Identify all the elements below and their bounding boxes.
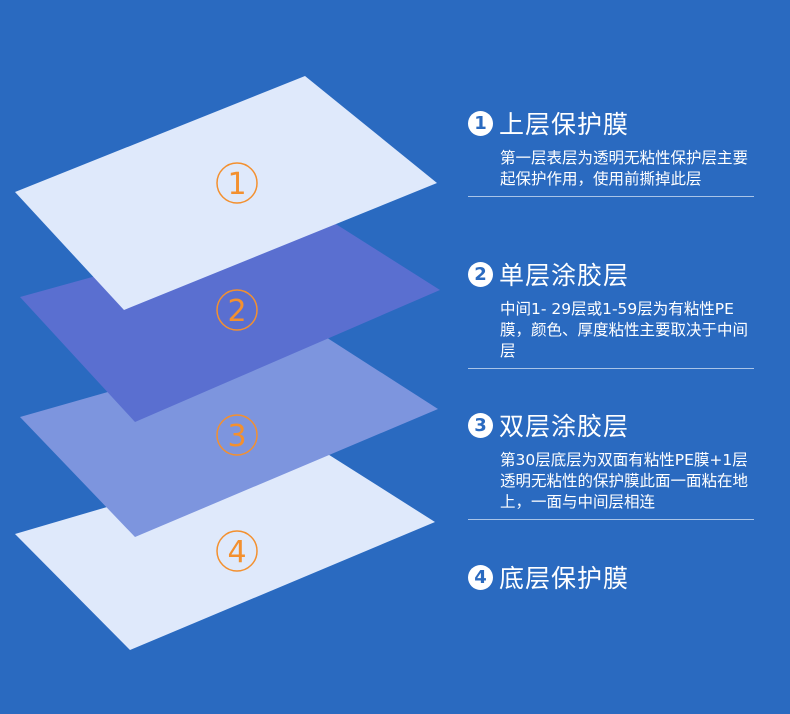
- layer-title: 底层保护膜: [499, 564, 630, 593]
- layer-description-3: 3 双层涂胶层 第30层底层为双面有粘性PE膜+1层透明无粘性的保护膜此面一面粘…: [468, 408, 758, 520]
- divider: [468, 368, 754, 369]
- layer-title-row: 2 单层涂胶层: [468, 257, 758, 291]
- number-badge: 3: [468, 412, 493, 438]
- sheet-double-adhesive-layer: [20, 332, 438, 537]
- divider: [468, 196, 754, 197]
- layer-title-row: 1 上层保护膜: [468, 106, 758, 140]
- number-badge: 1: [468, 110, 493, 136]
- layer-description-text: 中间1- 29层或1-59层为有粘性PE膜，颜色、厚度粘性主要取决于中间层: [500, 300, 749, 360]
- svg-text:3: 3: [227, 419, 246, 454]
- layer-title: 单层涂胶层: [499, 261, 630, 290]
- svg-text:2: 2: [227, 294, 246, 329]
- svg-text:4: 4: [227, 535, 246, 570]
- layer-number-marker-2: 2: [216, 289, 258, 331]
- sheet-single-adhesive-layer: [20, 214, 440, 422]
- layer-title-row: 3 双层涂胶层: [468, 408, 758, 442]
- layer-title-row: 4 底层保护膜: [468, 560, 758, 594]
- layer-description-1: 1 上层保护膜 第一层表层为透明无粘性保护层主要起保护作用，使用前撕掉此层: [468, 106, 758, 197]
- number-badge: 4: [468, 564, 493, 590]
- sheet-top-protective-film: [15, 76, 437, 310]
- layer-description-text: 第30层底层为双面有粘性PE膜+1层透明无粘性的保护膜此面一面粘在地上，一面与中…: [500, 451, 749, 511]
- layer-description-2: 2 单层涂胶层 中间1- 29层或1-59层为有粘性PE膜，颜色、厚度粘性主要取…: [468, 257, 758, 369]
- number-badge: 2: [468, 261, 493, 287]
- layer-title: 双层涂胶层: [499, 412, 630, 441]
- svg-text:1: 1: [227, 167, 246, 202]
- divider: [468, 519, 754, 520]
- layer-description-4: 4 底层保护膜: [468, 560, 758, 594]
- layer-number-marker-3: 3: [216, 414, 258, 456]
- layer-number-marker-4: 4: [216, 530, 258, 572]
- sheet-bottom-protective-film: [15, 446, 435, 650]
- layer-description-text: 第一层表层为透明无粘性保护层主要起保护作用，使用前撕掉此层: [500, 149, 749, 188]
- layer-number-marker-1: 1: [216, 162, 258, 204]
- layer-title: 上层保护膜: [499, 110, 630, 139]
